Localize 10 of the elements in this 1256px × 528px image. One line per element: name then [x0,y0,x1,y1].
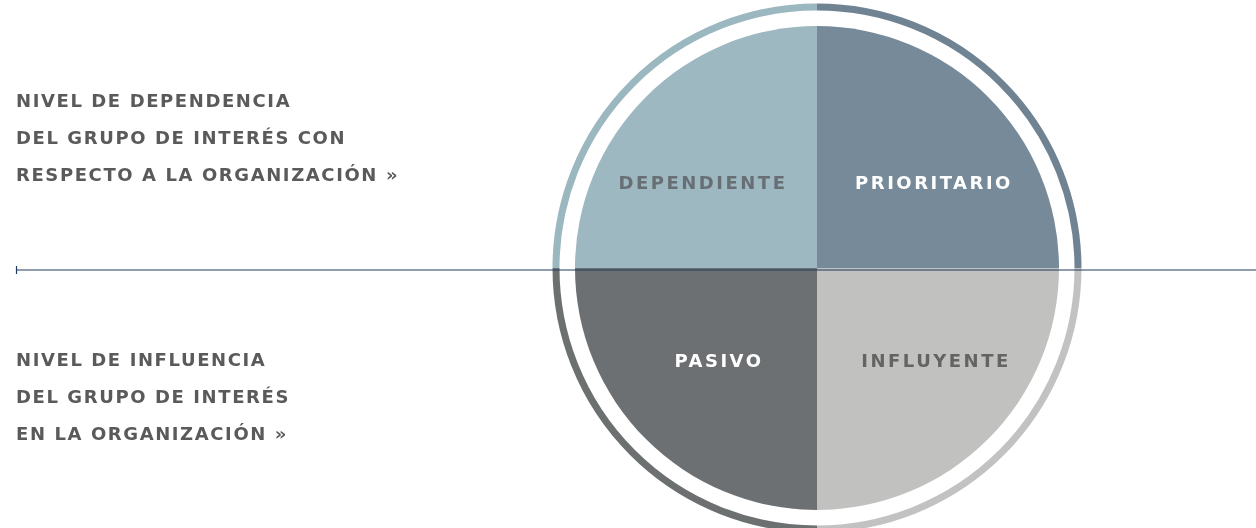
axis-description: NIVEL DE DEPENDENCIA DEL GRUPO DE INTERÉS CON RESPECTO A LA ORGANIZACIÓN » [16,89,400,187]
quadrant-label: PASIVO [674,349,764,371]
quadrant-label: INFLUYENTE [861,349,1011,371]
quadrant-segment [575,26,817,268]
quadrant-label: PRIORITARIO [855,171,1013,193]
quadrant-label: DEPENDIENTE [618,171,788,193]
quadrant-segment [575,268,817,510]
axis-description: NIVEL DE INFLUENCIA DEL GRUPO DE INTERÉS EN LA ORGANIZACIÓN » [16,348,290,446]
quadrant-segment [817,268,1059,510]
quadrant-segment [817,26,1059,268]
